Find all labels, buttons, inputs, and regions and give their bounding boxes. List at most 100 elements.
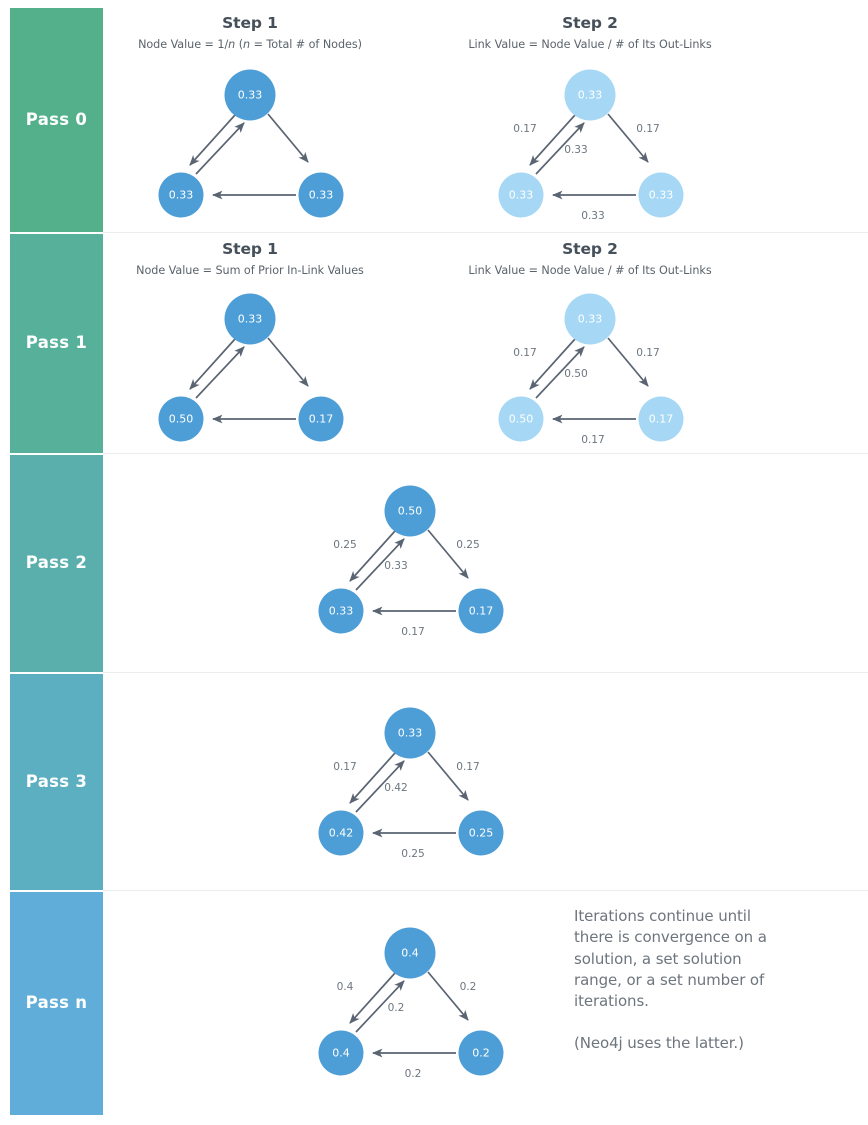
node-top — [564, 69, 616, 121]
node-top-value: 0.33 — [398, 727, 423, 740]
edge-label-right-left: 0.17 — [581, 434, 605, 446]
edge-label-top-left: 0.17 — [513, 123, 537, 135]
node-right-value: 0.17 — [469, 605, 494, 618]
edge-top-to-left — [529, 114, 576, 166]
node-top-value: 0.50 — [398, 505, 423, 518]
node-left-value: 0.50 — [169, 413, 194, 426]
node-top — [384, 485, 436, 537]
graph-svg: 0.33 0.50 0.17 0.17 0.50 0.17 0.17 — [498, 293, 684, 446]
node-right — [298, 172, 344, 218]
graph-pass1-step2: 0.33 0.50 0.17 0.17 0.50 0.17 0.17 — [480, 286, 705, 451]
node-right — [638, 172, 684, 218]
edge-top-to-left — [529, 338, 576, 390]
pass0-step1-subtitle: Node Value = 1/n (n = Total # of Nodes) — [110, 38, 390, 51]
pass0-step1-title: Step 1 — [222, 14, 278, 32]
edge-label-top-right: 0.2 — [460, 981, 477, 993]
edge-label-left-top: 0.42 — [384, 782, 408, 794]
edge-label-top-right: 0.17 — [636, 347, 660, 359]
node-left — [498, 396, 544, 442]
graph-pass0-step1: 0.33 0.33 0.33 — [140, 62, 365, 227]
edge-label-top-left: 0.17 — [333, 761, 357, 773]
row-divider — [103, 232, 868, 233]
edge-left-to-top — [195, 122, 245, 175]
node-left — [318, 810, 364, 856]
subtitle-var-n: n — [228, 38, 236, 51]
node-right — [638, 396, 684, 442]
edge-label-right-left: 0.25 — [401, 848, 425, 860]
graph-svg: 0.4 0.4 0.2 0.4 0.2 0.2 0.2 — [318, 927, 504, 1080]
edge-label-right-left: 0.2 — [405, 1068, 422, 1080]
pass1-step2-title: Step 2 — [562, 240, 618, 258]
node-right-value: 0.17 — [309, 413, 334, 426]
pass0-step2-title: Step 2 — [562, 14, 618, 32]
row-divider — [103, 453, 868, 454]
graph-svg: 0.33 0.50 0.17 — [158, 293, 344, 442]
edge-left-to-top — [195, 346, 245, 399]
pass-band-0: Pass 0 — [10, 8, 103, 232]
pass-band-n: Pass n — [10, 892, 103, 1115]
graph-pass2: 0.50 0.33 0.17 0.25 0.33 0.25 0.17 — [300, 478, 525, 643]
node-left — [158, 396, 204, 442]
node-left — [158, 172, 204, 218]
edge-top-to-left — [189, 114, 236, 166]
node-right-value: 0.25 — [469, 827, 494, 840]
edge-left-to-top — [355, 980, 405, 1033]
node-right-value: 0.33 — [309, 189, 334, 202]
edge-top-to-left — [349, 530, 396, 582]
edge-top-to-right — [427, 971, 469, 1021]
node-left — [318, 1030, 364, 1076]
node-right-value: 0.2 — [472, 1047, 490, 1060]
edge-top-to-right — [427, 751, 469, 801]
edge-label-right-left: 0.33 — [581, 210, 605, 222]
pass-rail: Pass 0 Pass 1 Pass 2 Pass 3 Pass n — [10, 8, 103, 1115]
edge-label-left-top: 0.33 — [564, 144, 588, 156]
convergence-note-paragraph-1: Iterations continue until there is conve… — [574, 907, 767, 1011]
node-left-value: 0.33 — [329, 605, 354, 618]
node-right — [458, 810, 504, 856]
node-top — [224, 293, 276, 345]
edge-top-to-left — [189, 338, 236, 390]
node-left — [498, 172, 544, 218]
subtitle-part: Node Value = 1/ — [138, 38, 229, 51]
pass-band-label: Pass 1 — [25, 333, 88, 353]
edge-label-right-left: 0.17 — [401, 626, 425, 638]
row-divider — [103, 890, 868, 891]
graph-passn: 0.4 0.4 0.2 0.4 0.2 0.2 0.2 — [300, 920, 525, 1085]
pass-band-label: Pass n — [25, 993, 88, 1013]
edge-label-top-left: 0.25 — [333, 539, 357, 551]
graph-svg: 0.33 0.33 0.33 0.17 0.33 0.17 0.33 — [498, 69, 684, 222]
edge-label-top-left: 0.4 — [337, 981, 354, 993]
graph-pass3: 0.33 0.42 0.25 0.17 0.42 0.17 0.25 — [300, 700, 525, 865]
node-top-value: 0.4 — [401, 947, 419, 960]
node-top — [384, 927, 436, 979]
edge-label-left-top: 0.33 — [384, 560, 408, 572]
pass-band-2: Pass 2 — [10, 455, 103, 672]
subtitle-part: ( — [235, 38, 244, 51]
node-left-value: 0.4 — [332, 1047, 350, 1060]
edge-top-to-right — [607, 337, 649, 387]
graph-svg: 0.33 0.33 0.33 — [158, 69, 344, 218]
node-right — [458, 588, 504, 634]
pass1-step2-subtitle: Link Value = Node Value / # of Its Out-L… — [468, 264, 712, 277]
node-left-value: 0.33 — [169, 189, 194, 202]
edge-left-to-top — [355, 760, 405, 813]
edge-top-to-right — [607, 113, 649, 163]
edge-label-left-top: 0.2 — [388, 1002, 405, 1014]
subtitle-part: = Total # of Nodes) — [250, 38, 362, 51]
node-top-value: 0.33 — [238, 313, 263, 326]
pass-band-label: Pass 3 — [25, 771, 88, 791]
edge-left-to-top — [355, 538, 405, 591]
convergence-note: Iterations continue until there is conve… — [574, 906, 784, 1055]
graph-pass0-step2: 0.33 0.33 0.33 0.17 0.33 0.17 0.33 — [480, 62, 705, 227]
node-right — [458, 1030, 504, 1076]
edge-left-to-top — [535, 122, 585, 175]
node-top-value: 0.33 — [238, 89, 263, 102]
node-top — [564, 293, 616, 345]
node-top — [224, 69, 276, 121]
pass1-step1-subtitle: Node Value = Sum of Prior In-Link Values — [136, 264, 364, 277]
pass-band-label: Pass 0 — [25, 109, 88, 129]
pass1-step1-title: Step 1 — [222, 240, 278, 258]
convergence-note-paragraph-2: (Neo4j uses the latter.) — [574, 1034, 744, 1053]
node-left-value: 0.42 — [329, 827, 354, 840]
pass-band-1: Pass 1 — [10, 234, 103, 453]
